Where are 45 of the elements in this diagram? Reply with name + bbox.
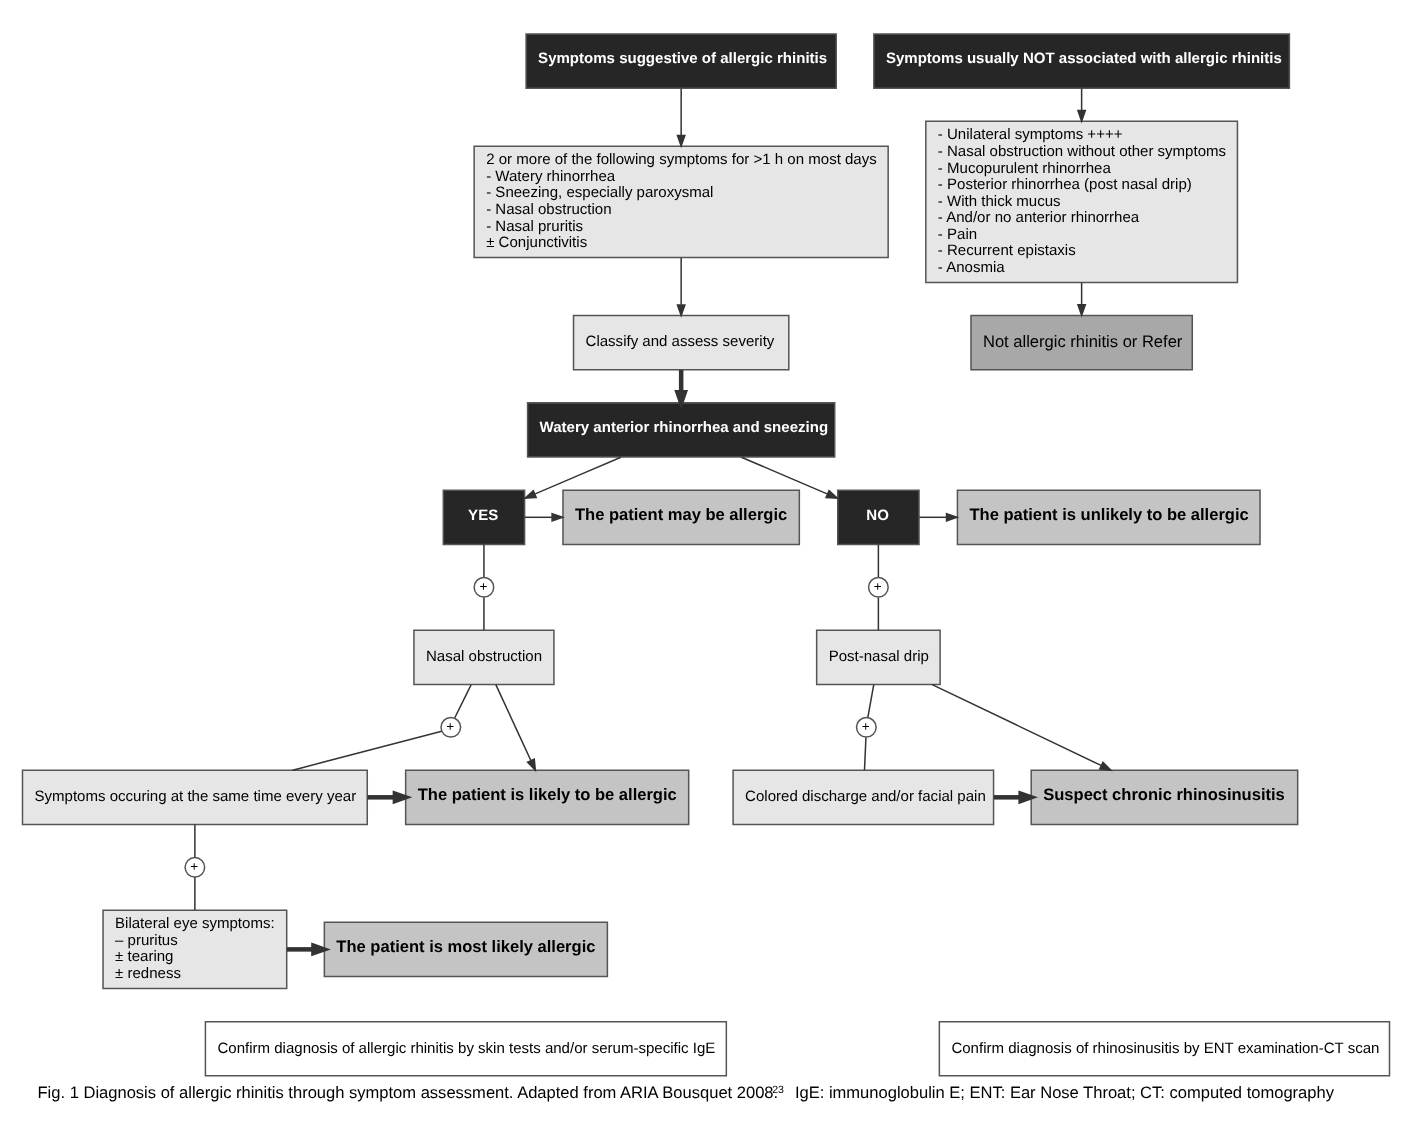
arrow	[367, 790, 413, 805]
arrow	[918, 512, 960, 523]
connector	[454, 683, 472, 719]
arrow	[676, 257, 686, 318]
node-box: Bilateral eye symptoms: – pruritus ± tearing ± redness	[102, 909, 288, 990]
arrow	[993, 790, 1039, 805]
node-box: Confirm diagnosis of allergic rhinitis by skin tests and/or serum-specific IgE	[204, 1020, 728, 1077]
node-box: YES	[442, 489, 526, 546]
node-box: 2 or more of the following symptoms for >1 h on most days - Watery rhinorrhea - Sneezing, especially paroxysmal - Nasal obstruction - Nasal pruritis ± Conjunctivitis	[473, 145, 889, 259]
node-box: NO	[836, 489, 920, 546]
node-box: - Unilateral symptoms ++++ - Nasal obstruction without other symptoms - Mucopurulent rhinorrhea - Posterior rhinorrhea (post nasal drip) - With thick mucus - And/or no anterior rhinorrhea - Pain - Recurrent epistaxis - Anosmia	[925, 120, 1239, 284]
arrow	[286, 942, 331, 957]
connector	[194, 876, 196, 911]
connector	[194, 823, 196, 858]
connector	[877, 596, 880, 631]
node-box: Colored discharge and/or facial pain	[732, 769, 995, 826]
connector	[483, 543, 485, 578]
node-box: Symptoms suggestive of allergic rhinitis	[525, 33, 837, 89]
arrow	[931, 683, 1113, 772]
node-box: The patient is unlikely to be allergic	[956, 489, 1261, 546]
node-box: Watery anterior rhinorrhea and sneezing	[526, 402, 836, 458]
connector	[877, 543, 880, 578]
arrow	[1076, 87, 1087, 124]
arrow	[676, 87, 686, 149]
node-box: The patient is likely to be allergic	[404, 769, 690, 826]
node-box: Suspect chronic rhinosinusitis	[1030, 769, 1299, 826]
connector	[483, 596, 485, 631]
connector	[863, 736, 867, 771]
arrow	[1076, 281, 1087, 318]
node-box: Symptoms occuring at the same time every year	[21, 769, 368, 826]
node-box: Confirm diagnosis of rhinosinusitis by ENT examination-CT scan	[938, 1020, 1391, 1077]
node-box: The patient may be allergic	[562, 489, 801, 546]
arrow	[495, 683, 537, 773]
arrow	[740, 456, 840, 500]
connector	[291, 730, 443, 771]
arrow	[524, 512, 565, 523]
node-box: Nasal obstruction	[413, 629, 555, 686]
connector	[867, 683, 875, 718]
node-box: The patient is most likely allergic	[323, 921, 609, 978]
arrow	[674, 369, 689, 410]
node-box: Post-nasal drip	[815, 629, 941, 686]
arrow	[523, 456, 622, 500]
node-box: Classify and assess severity	[572, 314, 790, 371]
node-box: Not allergic rhinitis or Refer	[970, 314, 1194, 371]
node-box: Symptoms usually NOT associated with allergic rhinitis	[873, 33, 1291, 89]
